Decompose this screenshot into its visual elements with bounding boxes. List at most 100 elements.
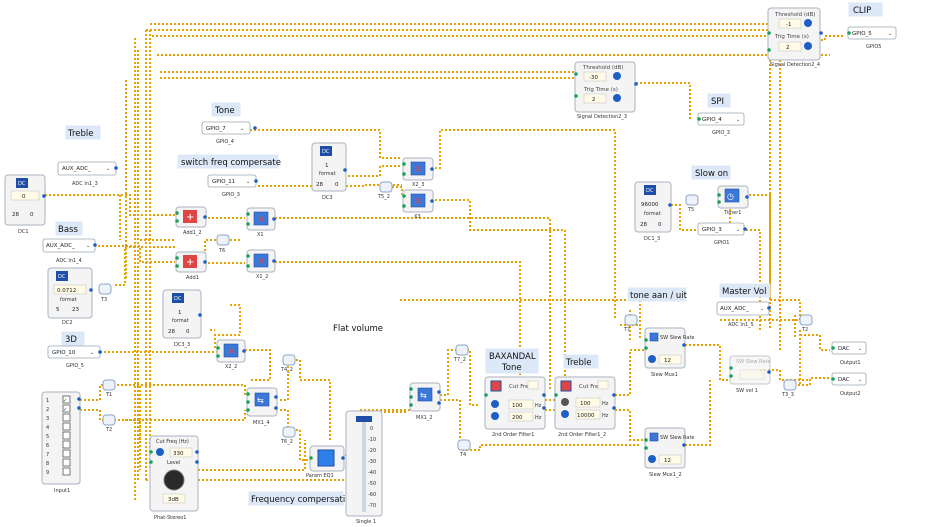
svg-text:Frequency compersatie: Frequency compersatie (251, 495, 350, 505)
svg-text:⌄: ⌄ (858, 377, 862, 383)
svg-text:DC3_3: DC3_3 (174, 342, 190, 348)
svg-text:⌄: ⌄ (106, 166, 110, 172)
mult-x1-2[interactable]: × X1_2 (246, 249, 276, 280)
svg-text:×: × (227, 346, 235, 357)
svg-text:AUX_ADC_: AUX_ADC_ (720, 306, 749, 312)
svg-text:⌄: ⌄ (736, 227, 740, 233)
svg-text:4: 4 (46, 425, 49, 431)
svg-text:T5_2: T5_2 (377, 194, 390, 200)
svg-text:200: 200 (512, 415, 523, 421)
svg-text:BAXANDAL: BAXANDAL (489, 352, 536, 362)
svg-text:Hz: Hz (535, 415, 542, 421)
signal-detection-2[interactable]: Threshold (dB) -30 Trig Time (s) 2 Signa… (574, 61, 636, 120)
svg-text:T2: T2 (105, 427, 112, 433)
mux-2[interactable]: ⇆ MX1_2 (409, 382, 441, 421)
svg-text:2: 2 (786, 45, 790, 51)
svg-text:T6_2: T6_2 (280, 439, 293, 445)
aux-adc-2[interactable]: AUX_ADC_⌄ ADC In1_4 (42, 238, 96, 264)
svg-text:Threshold (dB): Threshold (dB) (774, 12, 815, 18)
svg-text:Input1: Input1 (54, 488, 70, 494)
svg-text:DAC: DAC (838, 346, 850, 352)
t-nodes[interactable]: T6 T3 T5_2 T1 T2 T4_2 T6_2 T7_2 T4 T5 T3… (98, 181, 813, 458)
svg-text:GPIO1: GPIO1 (714, 240, 729, 246)
input-block[interactable]: ✓ ✓ 123 456 789 Input1 (41, 391, 81, 494)
svg-text:DC1_3: DC1_3 (644, 236, 660, 242)
t-node-t4: T4 (457, 439, 471, 458)
svg-text:1: 1 (46, 398, 49, 404)
svg-text:Tone: Tone (214, 106, 235, 116)
svg-text:T3_3: T3_3 (781, 392, 794, 398)
svg-text:X1: X1 (257, 232, 264, 238)
svg-text:format: format (319, 171, 336, 177)
section-labels: CLIP SPI Tone Treble switch freq compers… (55, 2, 883, 506)
param-eq[interactable]: Param EQ1 (306, 445, 345, 479)
label-3d: 3D (61, 331, 85, 346)
svg-text:2nd Order Filter1: 2nd Order Filter1 (492, 432, 534, 438)
svg-text:0: 0 (22, 194, 26, 200)
svg-text:2nd Order Filter1_2: 2nd Order Filter1_2 (558, 432, 606, 438)
svg-text:T1: T1 (105, 392, 112, 398)
label-tone-aan-uit: tone aan / uit (627, 287, 688, 302)
svg-text:×: × (414, 196, 422, 207)
mult-x3[interactable]: × X3 (402, 189, 434, 220)
slew-mux-2[interactable]: SW Slew Rate 12 Slew Mux1_2 (644, 427, 695, 478)
svg-text:⌄: ⌄ (246, 179, 250, 185)
svg-text:GPIO_5: GPIO_5 (66, 363, 84, 369)
svg-text:DC: DC (322, 149, 330, 155)
gpio3-select[interactable]: GPIO_3 ⌄ GPIO1 (697, 222, 745, 246)
mult-x2-2[interactable]: × X2_2 (216, 339, 246, 370)
aux-adc-3[interactable]: AUX_ADC_⌄ ADC In1_5 (716, 301, 770, 328)
gpio4-select[interactable]: GPIO_4⌄ GPIO_3 (697, 112, 745, 136)
dac-output-2[interactable]: DAC⌄ Output2 (831, 372, 867, 397)
svg-text:×: × (257, 214, 265, 225)
mux-1[interactable]: ⇆ MX1_4 (246, 387, 278, 426)
svg-text:-10: -10 (368, 437, 376, 443)
svg-text:GPIO_3: GPIO_3 (702, 227, 722, 233)
slew-mux-1[interactable]: SW Slew Rate 12 Slew Mux1 (644, 327, 695, 378)
mult-x1[interactable]: × X1 (246, 207, 276, 238)
svg-text:-1: -1 (786, 22, 791, 28)
label-freq-comp: Frequency compersatie (248, 491, 350, 506)
svg-text:Slew Mux1_2: Slew Mux1_2 (649, 472, 682, 478)
label-slow-on: Slow on (691, 165, 731, 180)
gpio5-select[interactable]: GPIO_5⌄ GPIO5 (847, 26, 897, 50)
svg-text:Add1_2: Add1_2 (183, 230, 202, 236)
slew-master[interactable]: SW Slew Rate SW vol 1 (729, 355, 771, 394)
svg-text:ADC In1_5: ADC In1_5 (728, 322, 754, 328)
label-bass: Bass (55, 221, 83, 236)
svg-text:Slew Mux1: Slew Mux1 (651, 372, 678, 378)
add-block-2[interactable]: + Add1 (175, 251, 207, 281)
svg-text:DC: DC (18, 181, 26, 187)
gpio11-select[interactable]: GPIO_11⌄ GPIO_3 (207, 174, 257, 198)
single-slider[interactable]: 0 -10 -20 -30 -40 -50 -60 -70 Single 1 (345, 410, 383, 525)
svg-text:Single 1: Single 1 (356, 519, 376, 525)
dac-output-1[interactable]: DAC⌄ Output1 (831, 341, 867, 366)
svg-text:Signal Detection2_4: Signal Detection2_4 (770, 62, 820, 68)
svg-text:2: 2 (592, 97, 596, 103)
svg-text:0: 0 (335, 182, 339, 188)
mult-x2-3[interactable]: × X2_3 (402, 157, 434, 188)
aux-adc-1[interactable]: AUX_ADC_⌄ ADC In1_3 (57, 161, 117, 187)
add-block-1[interactable]: + Add1_2 (175, 206, 207, 236)
svg-text:format: format (60, 297, 77, 303)
svg-text:MX1_4: MX1_4 (253, 420, 270, 426)
svg-text:SW Slew Rate: SW Slew Rate (736, 359, 771, 365)
phat-stereo[interactable]: Cut Freq (Hz) 330 Level 3dB Phat-Stereo1 (149, 435, 199, 521)
gpio7-select[interactable]: GPIO_7⌄ GPIO_4 (201, 121, 251, 145)
gpio10-select[interactable]: GPIO_10⌄ GPIO_5 (47, 345, 101, 369)
svg-text:⌄: ⌄ (86, 243, 90, 249)
svg-text:5: 5 (46, 434, 49, 440)
signal-detection-1[interactable]: Threshold (dB) -1 Trig Time (s) 2 Signal… (767, 7, 821, 68)
t-node-t3b: T3_3 (781, 379, 797, 398)
svg-text:DC: DC (174, 296, 182, 302)
timer-block[interactable]: ◷ Timer1 (717, 185, 749, 216)
svg-text:DC2: DC2 (62, 320, 73, 326)
svg-text:12: 12 (664, 458, 671, 464)
